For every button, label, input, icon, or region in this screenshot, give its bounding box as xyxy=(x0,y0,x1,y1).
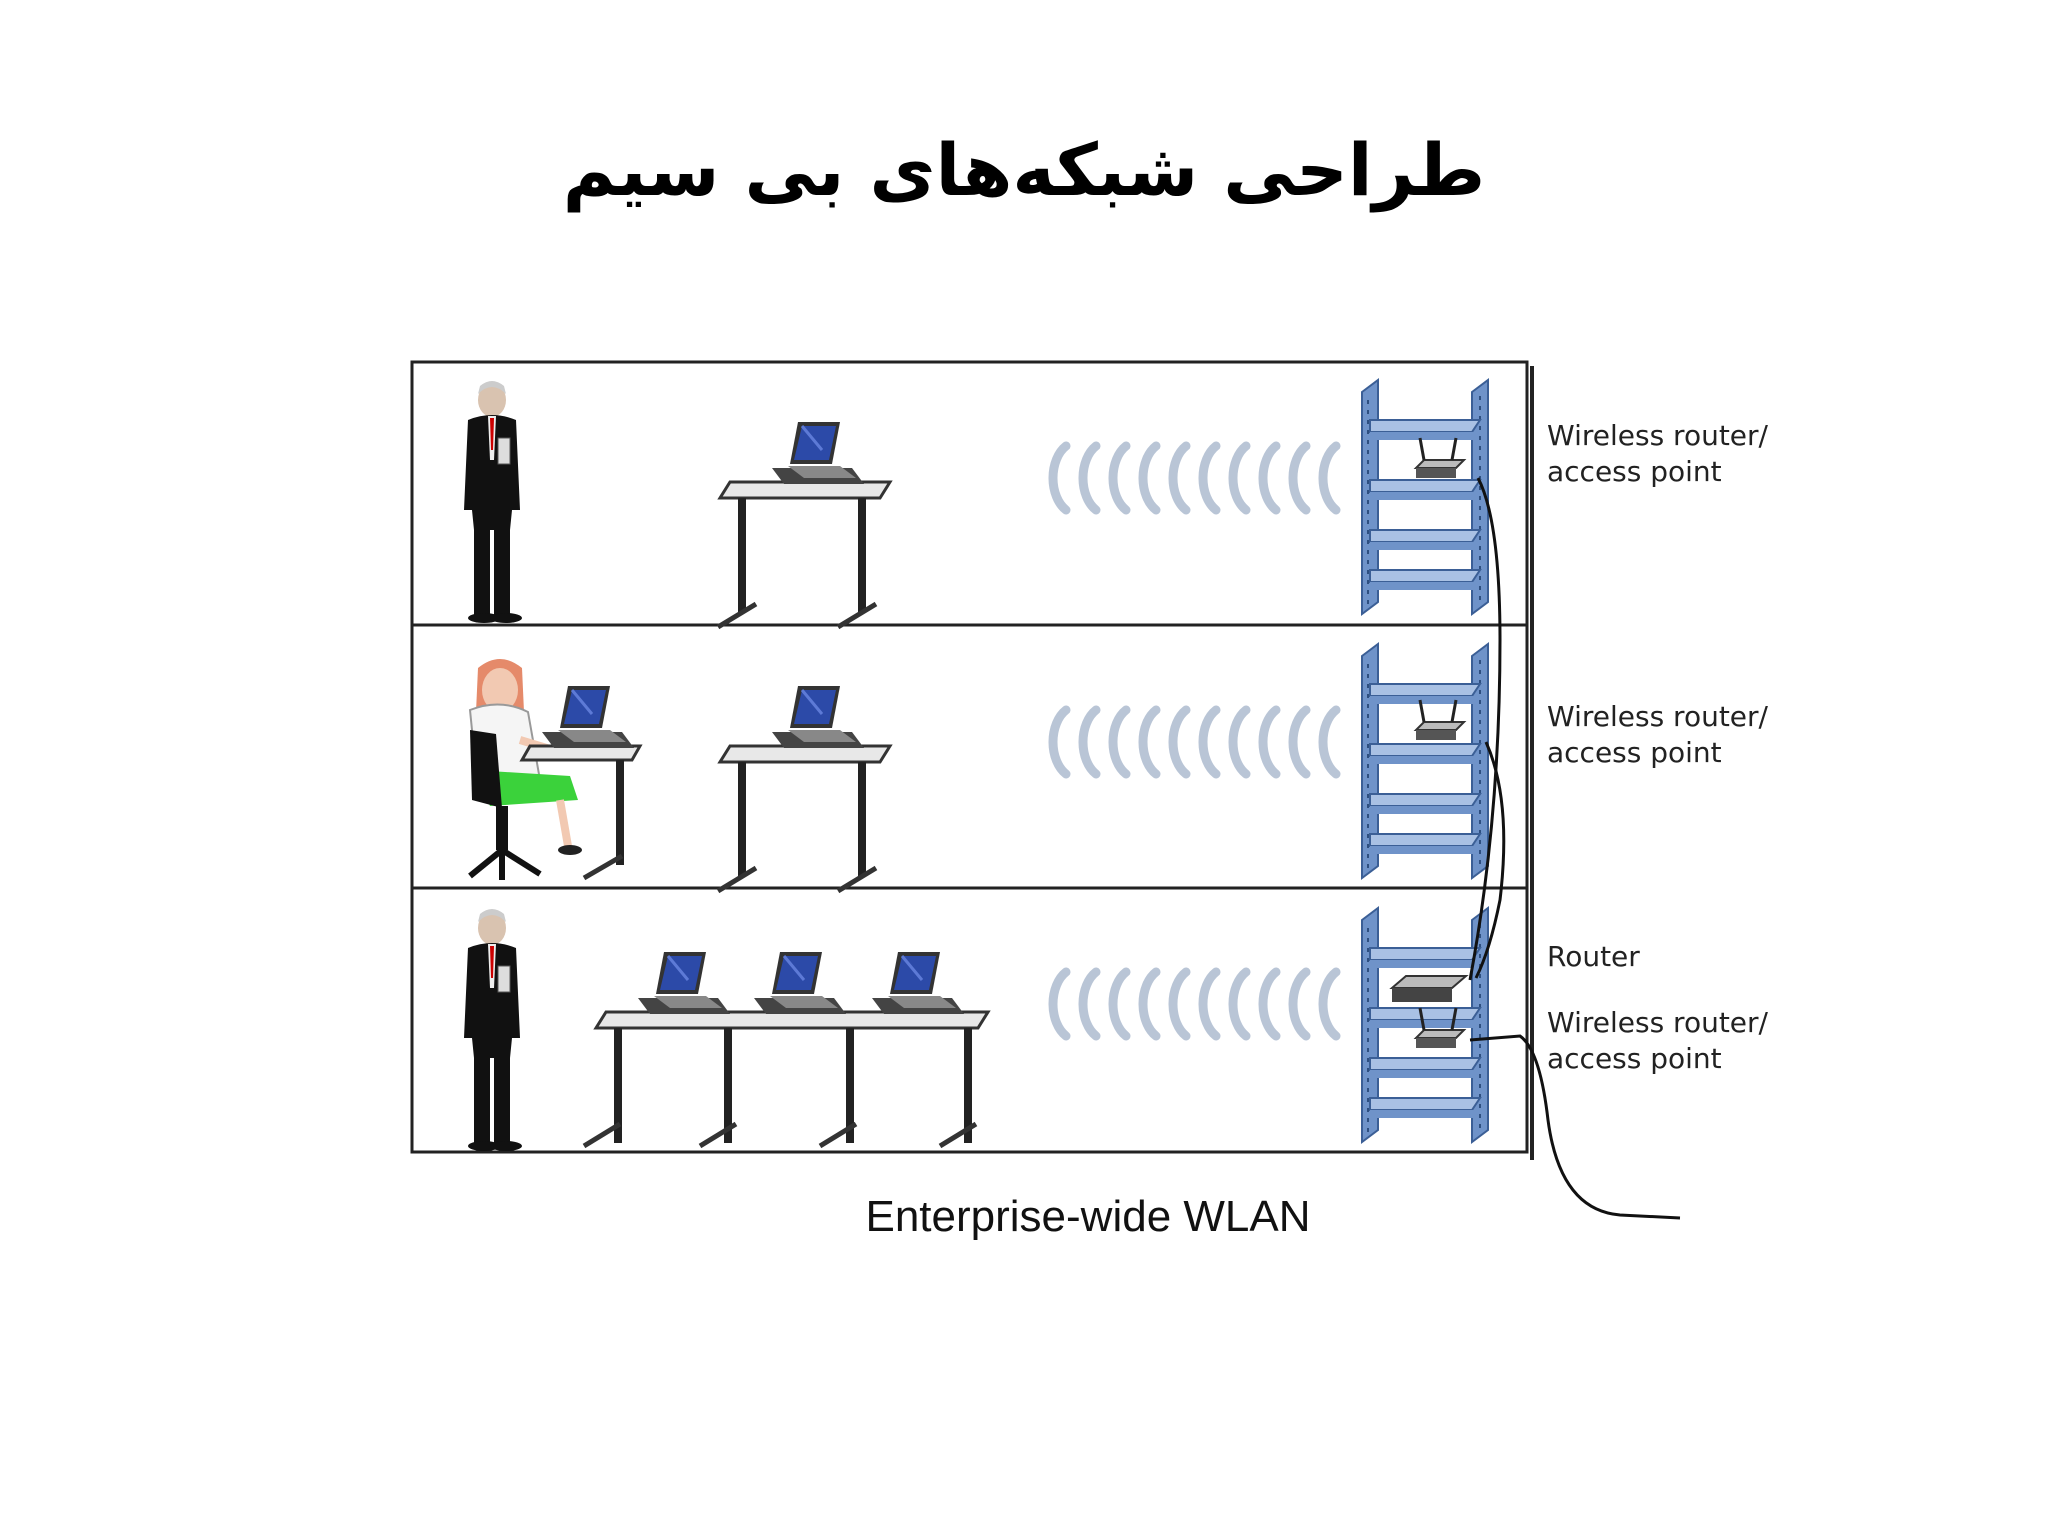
equipment-rack-icon xyxy=(1361,643,1489,879)
laptop-desk-icon xyxy=(519,684,643,881)
wireless-waves-icon xyxy=(1053,446,1336,510)
standing-man-icon xyxy=(463,908,523,1152)
laptop-desk-row-icon xyxy=(582,950,991,1149)
seated-woman-icon xyxy=(468,659,582,880)
wireless-router-icon xyxy=(1414,436,1466,480)
floor2-ap-label-line1: Wireless router/ xyxy=(1547,700,1769,733)
router-label: Router xyxy=(1547,940,1640,973)
wireless-router-icon xyxy=(1414,698,1466,742)
floor2-ap-label-line2: access point xyxy=(1547,736,1722,769)
diagram-caption: Enterprise-wide WLAN xyxy=(865,1192,1311,1241)
building-frame xyxy=(410,360,1534,1160)
wireless-waves-icon xyxy=(1053,710,1336,774)
laptop-desk-icon xyxy=(718,422,890,627)
floor3-ap-label-line2: access point xyxy=(1547,1042,1722,1075)
router-icon xyxy=(1389,975,1469,1002)
floor3-ap-label-line1: Wireless router/ xyxy=(1547,1006,1769,1039)
slide-title: طراحی شبکه‌های بی سیم xyxy=(562,128,1486,212)
wireless-waves-icon xyxy=(1053,972,1336,1036)
equipment-rack-icon xyxy=(1361,907,1489,1143)
floor1-ap-label-line1: Wireless router/ xyxy=(1547,419,1769,452)
equipment-rack-icon xyxy=(1361,379,1489,615)
laptop-desk-icon xyxy=(718,686,890,891)
standing-man-icon xyxy=(463,380,523,624)
floor1-ap-label-line2: access point xyxy=(1547,455,1722,488)
network-cable-icon xyxy=(1468,477,1681,1220)
